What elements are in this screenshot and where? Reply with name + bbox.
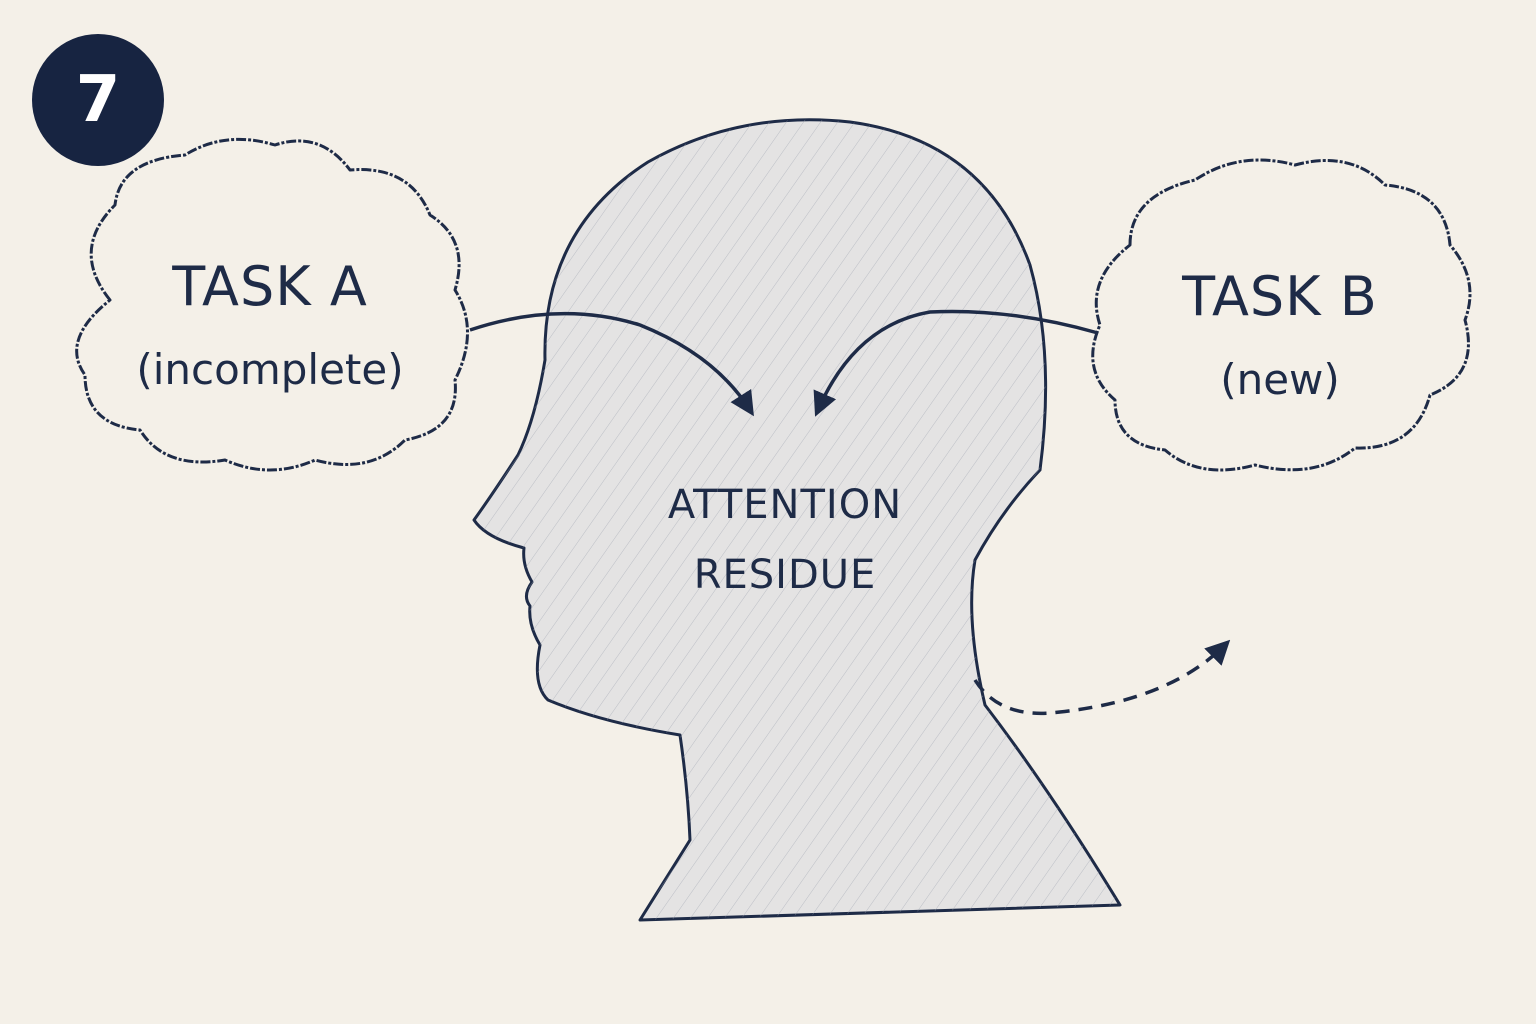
head-shading [474, 119, 1120, 920]
task-a-arrow [469, 311, 754, 417]
task-b-arrow [813, 309, 1099, 417]
step-number-badge: 7 [32, 34, 164, 166]
attention-label-line1: ATTENTION [667, 482, 903, 528]
task-b-title: TASK B [1182, 265, 1378, 328]
task-a-cloud [75, 137, 469, 472]
task-b-cloud [1091, 158, 1472, 472]
residue-outgoing-arrow [973, 639, 1231, 716]
step-number: 7 [75, 63, 121, 137]
task-a-subtitle: (incomplete) [136, 345, 404, 394]
attention-label-line2: RESIDUE [693, 552, 877, 598]
task-a-title: TASK A [172, 255, 368, 318]
task-b-subtitle: (new) [1220, 355, 1340, 404]
